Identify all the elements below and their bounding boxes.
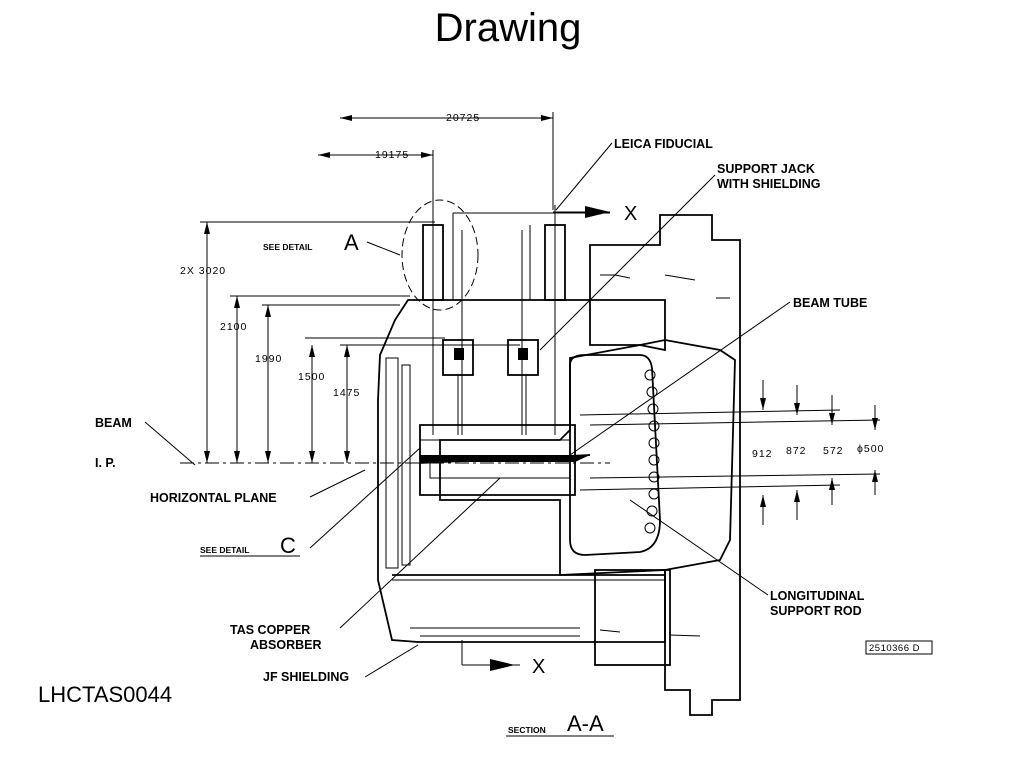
dim-2100: 2100 [220, 321, 247, 333]
dim-1475: 1475 [333, 387, 360, 399]
label-longitudinal-1: LONGITUDINAL [770, 589, 865, 603]
label-ip: I. P. [95, 456, 116, 470]
label-beam-tube: BEAM TUBE [793, 296, 867, 310]
support-jacks [422, 205, 610, 435]
drawing-number-box [865, 640, 933, 655]
label-see-detail-a: SEE DETAIL [263, 242, 312, 252]
label-detail-c-letter: C [280, 533, 296, 558]
label-horizontal-plane: HORIZONTAL PLANE [150, 491, 277, 505]
dim-912: 912 [752, 448, 773, 460]
shielding-body [377, 214, 741, 716]
label-see-detail-c: SEE DETAIL [200, 545, 249, 555]
label-beam: BEAM [95, 416, 132, 430]
dim-19175: 19175 [375, 149, 409, 161]
label-support-jack-1: SUPPORT JACK [717, 162, 815, 176]
dim-872: 872 [786, 445, 807, 457]
label-section-letters: A-A [567, 711, 604, 736]
label-longitudinal-2: SUPPORT ROD [770, 604, 862, 618]
slide-title: Drawing [434, 6, 582, 50]
label-section: SECTION [508, 725, 546, 735]
label-x-top: X [624, 203, 637, 225]
label-x-bottom: X [532, 656, 545, 678]
label-support-jack-2: WITH SHIELDING [717, 177, 820, 191]
label-leica-fiducial: LEICA FIDUCIAL [614, 137, 713, 151]
dim-1990: 1990 [255, 353, 282, 365]
detail-a-circle [401, 199, 479, 311]
dimension-lines [200, 112, 881, 671]
beam-axis [180, 454, 610, 464]
dim-500: ϕ500 [857, 443, 884, 455]
leader-lines [144, 142, 791, 678]
label-detail-a-letter: A [344, 230, 359, 255]
label-tas-copper-2: ABSORBER [250, 638, 322, 652]
dim-2x3020: 2X 3020 [180, 265, 226, 277]
label-jf-shielding: JF SHIELDING [263, 670, 349, 684]
slide-footer-id: LHCTAS0044 [38, 682, 173, 707]
label-drawing-number: 2510366 D [869, 643, 920, 654]
label-tas-copper-1: TAS COPPER [230, 623, 310, 637]
dim-20725: 20725 [446, 112, 480, 124]
dim-572: 572 [823, 445, 844, 457]
dim-1500: 1500 [298, 371, 325, 383]
